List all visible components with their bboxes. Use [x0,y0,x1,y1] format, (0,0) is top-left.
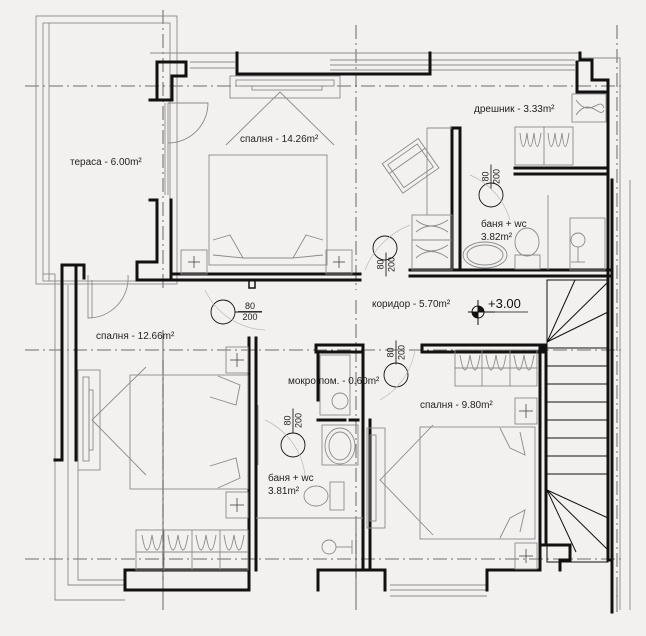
closets [135,93,607,571]
staircase [546,279,609,563]
room-label-corridor: коридор - 5.70m² [372,299,451,310]
bedroom3-furniture [366,397,538,570]
door-dim-corridor-bedroom3: 80 200 [385,340,407,365]
level-mark-value: +3.00 [488,296,521,311]
door-dim-corridor-bedroom2: 80 200 [375,252,397,277]
room-label-bedroom-14: спалня - 14.26m² [240,134,319,145]
level-marker-symbol [468,300,528,325]
room-label-bedroom-12: спалня - 12.66m² [96,331,175,342]
bedroom1-furniture [180,75,353,275]
terrace-outline [35,15,178,285]
bath2-fixtures [256,354,363,555]
room-label-wardrobe: дрешник - 3.33m² [474,104,555,115]
room-label-bath2-name: баня + wc [268,473,314,484]
bath1-fixtures [462,195,606,271]
room-label-terrace: тераса - 6.00m² [70,157,142,168]
room-label-bedroom-9: спалня - 9.80m² [420,400,493,411]
room-label-bath1-name: баня + wc [481,219,527,230]
door-dim-wardrobe-bath: 80 200 [480,164,502,189]
door-dim-corridor-bedroom1: 80 200 [238,301,262,322]
room-label-wetroom: мокро пом. - 0.60m² [288,376,380,387]
room-label-bath2-area: 3.81m² [268,486,300,497]
room-label-bath1-area: 3.82m² [481,232,513,243]
door-symbols [210,182,504,458]
door-dim-corridor-bath2: 80 200 [282,408,304,433]
bedroom2-furniture [77,346,249,519]
